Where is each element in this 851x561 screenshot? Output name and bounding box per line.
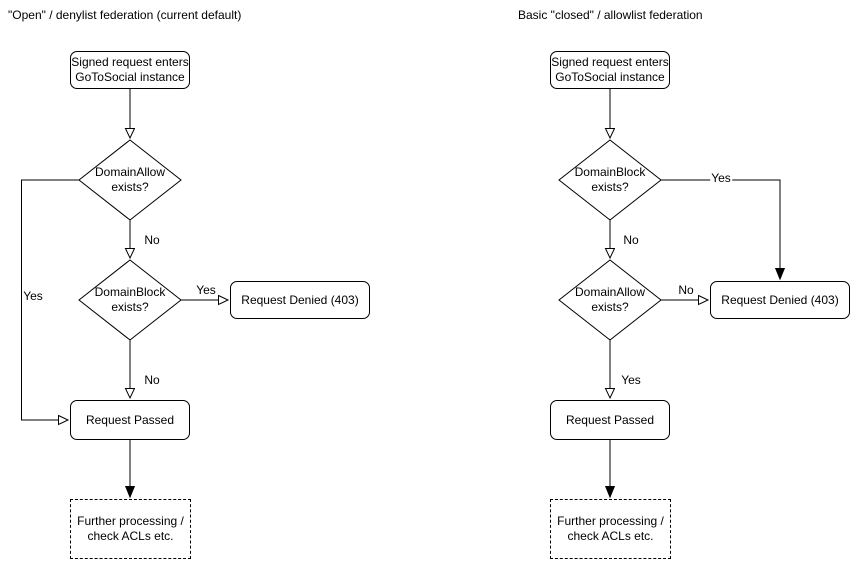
- right-denied-node: Request Denied (403): [710, 281, 850, 319]
- decision-diamond-right-domainallow: [558, 259, 662, 341]
- left-domainallow-no-label: No: [143, 233, 161, 247]
- decision-diamond-left-domainallow: [78, 139, 182, 221]
- right-start-node: Signed request enters GoToSocial instanc…: [550, 51, 670, 89]
- left-domainblock-no-label: No: [143, 373, 161, 387]
- edge-right-domainblock-yes-to-denied: [661, 179, 780, 279]
- right-domainblock-no-label: No: [622, 233, 640, 247]
- decision-diamond-left-domainblock: [78, 259, 182, 341]
- left-passed-node: Request Passed: [70, 400, 190, 440]
- right-domainblock-yes-label: Yes: [710, 171, 732, 185]
- right-start-node-label-line1: Signed request enters: [551, 55, 669, 69]
- left-chart-title: "Open" / denylist federation (current de…: [8, 8, 242, 22]
- edge-left-domainallow-yes-to-passed: [21, 179, 79, 420]
- decision-diamond-right-domainblock: [558, 139, 662, 221]
- left-start-node-label-line2: GoToSocial instance: [75, 70, 185, 84]
- right-chart-title: Basic "closed" / allowlist federation: [518, 8, 703, 22]
- left-further-processing-node: Further processing / check ACLs etc.: [70, 499, 191, 559]
- right-domainallow-yes-label: Yes: [620, 373, 642, 387]
- left-domainallow-yes-label: Yes: [22, 289, 44, 303]
- right-domainallow-no-label: No: [677, 283, 695, 297]
- left-start-node: Signed request enters GoToSocial instanc…: [70, 51, 190, 89]
- right-passed-node: Request Passed: [550, 400, 670, 440]
- left-denied-node: Request Denied (403): [230, 281, 370, 319]
- right-start-node-label-line2: GoToSocial instance: [555, 70, 665, 84]
- left-domainblock-yes-label: Yes: [195, 283, 217, 297]
- right-further-processing-node: Further processing / check ACLs etc.: [550, 499, 671, 559]
- left-start-node-label-line1: Signed request enters: [71, 55, 189, 69]
